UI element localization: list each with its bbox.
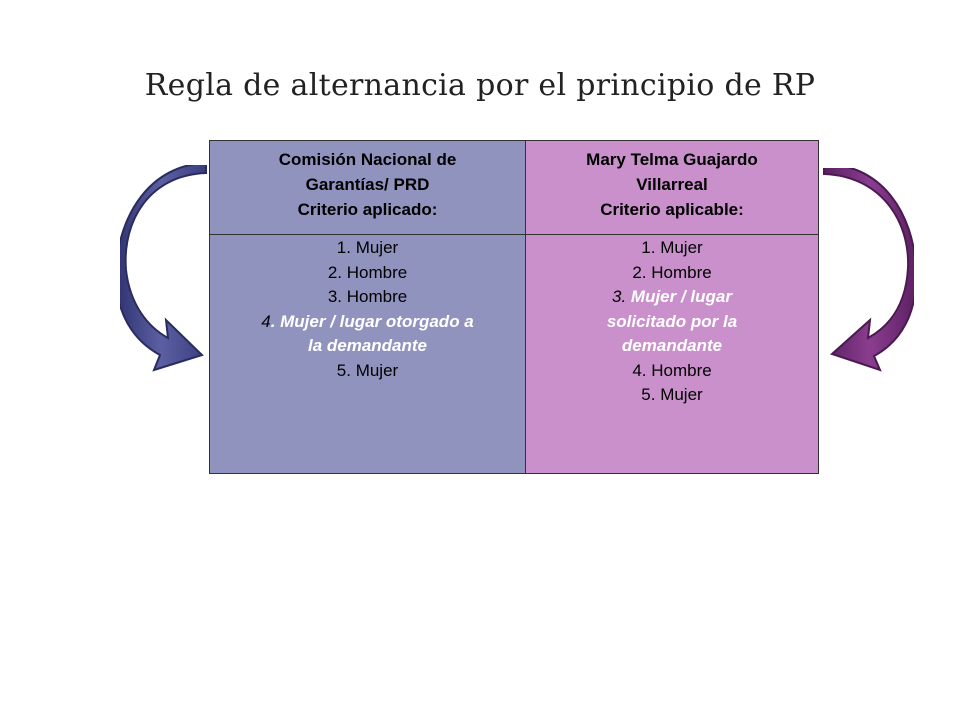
list-item: 2. Hombre bbox=[632, 262, 712, 282]
list-item: 3. Hombre bbox=[327, 287, 408, 306]
left-header-line: Criterio aplicado: bbox=[297, 200, 438, 219]
left-header-line: Comisión Nacional de bbox=[278, 150, 457, 169]
list-item-highlight: la demandante bbox=[307, 336, 428, 355]
list-item: 1. Mujer bbox=[641, 238, 703, 257]
left-header-cell: Comisión Nacional de Garantías/ PRD Crit… bbox=[210, 141, 526, 235]
list-item: 5. Mujer bbox=[336, 360, 399, 380]
right-header-line: Criterio aplicable: bbox=[600, 200, 744, 219]
list-item: 4. Hombre bbox=[632, 360, 712, 380]
list-item-highlight: demandante bbox=[621, 336, 723, 355]
list-item-highlight: 3. Mujer / lugar bbox=[612, 287, 732, 306]
list-item: 1. Mujer bbox=[336, 238, 399, 257]
left-header-line: Garantías/ PRD bbox=[305, 175, 430, 194]
right-header-line: Villarreal bbox=[636, 175, 708, 194]
list-item: 5. Mujer bbox=[641, 385, 703, 404]
curved-arrow-down-left-icon bbox=[823, 168, 914, 372]
right-header-cell: Mary Telma Guajardo Villarreal Criterio … bbox=[526, 141, 818, 235]
list-item: 2. Hombre bbox=[327, 262, 408, 282]
right-body-cell: 1. Mujer 2. Hombre 3. Mujer / lugar soli… bbox=[526, 235, 818, 473]
curved-arrow-down-right-icon bbox=[120, 165, 207, 372]
comparison-table: Comisión Nacional de Garantías/ PRD Crit… bbox=[209, 140, 819, 474]
slide-title: Regla de alternancia por el principio de… bbox=[144, 68, 816, 103]
list-item-highlight: solicitado por la bbox=[606, 311, 738, 331]
left-body-cell: 1. Mujer 2. Hombre 3. Hombre 4. Mujer / … bbox=[210, 235, 526, 473]
right-header-line: Mary Telma Guajardo bbox=[586, 150, 758, 169]
list-item-highlight: 4. Mujer / lugar otorgado a bbox=[261, 311, 474, 331]
